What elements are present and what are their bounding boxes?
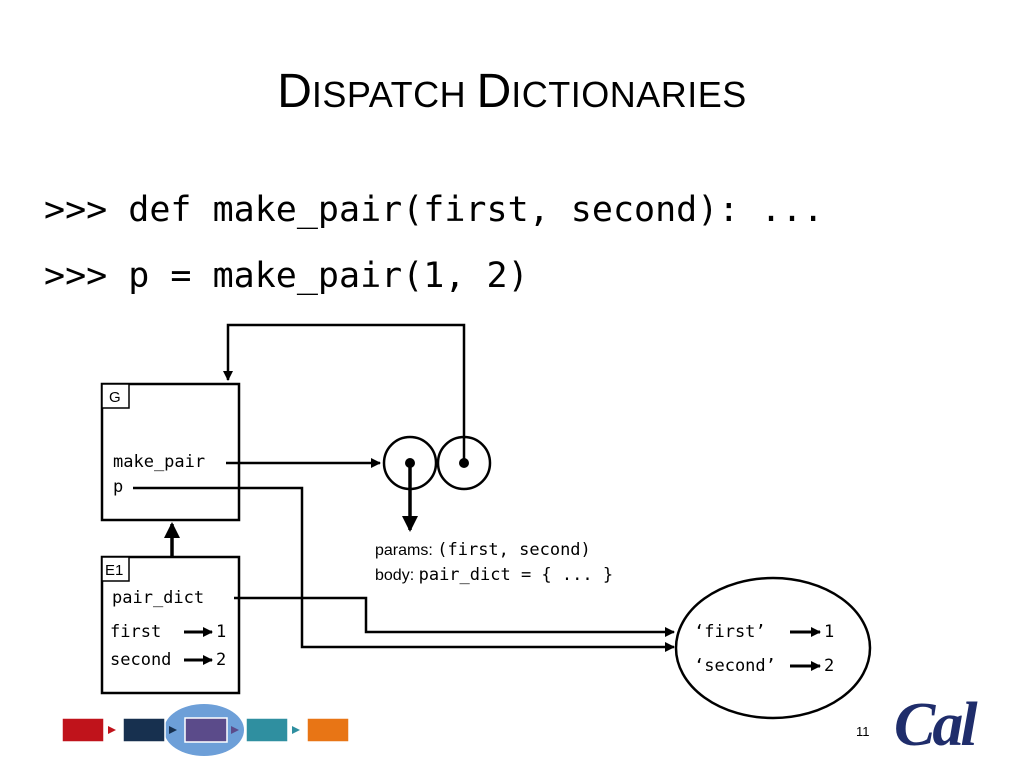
global-frame-label-box [101, 383, 130, 409]
pair-dict-arrow [234, 596, 675, 637]
cal-logo: Cal [894, 691, 978, 759]
dict-key-second: ‘second’ [694, 656, 776, 676]
var-first: first [110, 622, 162, 642]
page-number: 11 [856, 724, 870, 739]
p-arrow [133, 486, 675, 652]
global-frame-label: G [109, 389, 121, 406]
var-make-pair: make_pair [113, 452, 206, 472]
var-second: second [110, 650, 172, 670]
nav-block-1[interactable] [61, 717, 105, 743]
global-frame [100, 382, 241, 522]
code-line-1: >>> def make_pair(first, second): ... [44, 190, 824, 230]
code-line-2: >>> p = make_pair(1, 2) [44, 256, 529, 296]
nav-block-4[interactable] [245, 717, 289, 743]
nav-block-3[interactable] [184, 717, 228, 743]
function-parent-arrow [223, 323, 466, 463]
nav-block-2[interactable] [122, 717, 166, 743]
slide-title: DISPATCH DICTIONARIES [277, 65, 747, 118]
val-first: 1 [216, 622, 227, 642]
nav-arrow-2 [169, 726, 177, 734]
var-p: p [113, 477, 124, 497]
dict-ellipse [674, 576, 872, 720]
function-params: params: (first, second) [375, 540, 591, 560]
dict-key-first: ‘first’ [694, 622, 766, 642]
dict-val-second: 2 [824, 656, 835, 676]
var-pair-dict: pair_dict [112, 588, 205, 608]
function-body: body: pair_dict = { ... } [375, 565, 614, 585]
val-second: 2 [216, 650, 227, 670]
nav-bar [61, 704, 350, 756]
e1-frame-label-box [101, 556, 130, 582]
e1-frame-label: E1 [105, 562, 124, 579]
nav-arrow-1 [108, 726, 116, 734]
dict-val-first: 1 [824, 622, 835, 642]
nav-arrow-4 [292, 726, 300, 734]
nav-block-5[interactable] [306, 717, 350, 743]
nav-arrow-3 [231, 726, 239, 734]
